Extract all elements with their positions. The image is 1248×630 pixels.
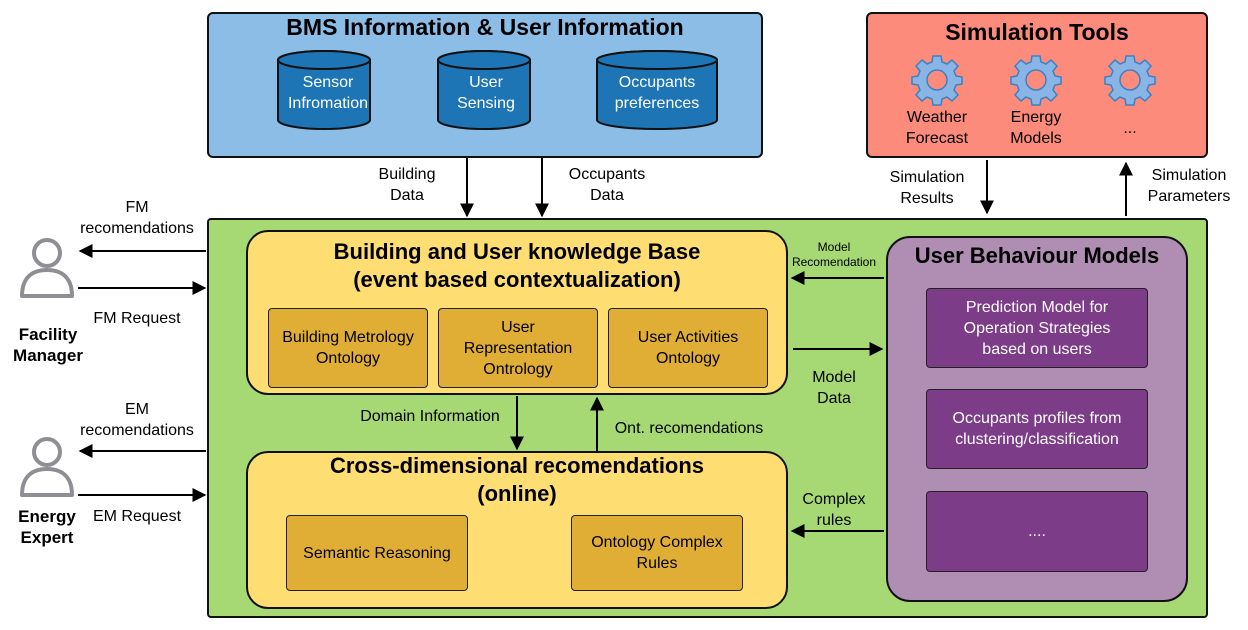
label-occupants-data: Occupants Data [568, 166, 646, 204]
model-more: .... [926, 491, 1148, 572]
db-label-sensor: Sensor Infromation [287, 74, 369, 112]
ontology-user-activities: User Activities Ontology [608, 308, 768, 388]
energy-expert-icon [20, 437, 74, 497]
bms-title: BMS Information & User Information [286, 14, 684, 40]
label-simulation-results: Simulation Results [889, 169, 965, 207]
label-model-data: Model Data [812, 369, 856, 407]
gear-icon-energy [1010, 55, 1062, 106]
label-model-recommendation: Model Recomendation [791, 240, 877, 269]
model-occupant-profiles: Occupants profiles from clustering/class… [926, 389, 1148, 469]
actor-energy-expert: Energy Expert [18, 507, 76, 547]
facility-manager-icon [20, 238, 74, 298]
label-complex-rules: Complex rules [802, 491, 866, 529]
ontology-user-representation: User Representation Ontrology [438, 308, 598, 388]
database-icon-user [437, 50, 531, 130]
gear-icon-more [1104, 55, 1156, 106]
database-icon-sensor [277, 50, 371, 130]
tool-label-more: ... [1123, 120, 1137, 137]
actor-facility-manager: Facility Manager [13, 325, 83, 365]
label-em-recommendations: EM recomendations [80, 401, 194, 439]
label-fm-request: FM Request [93, 310, 181, 327]
label-simulation-parameters: Simulation Parameters [1147, 167, 1231, 205]
label-em-request: EM Request [92, 508, 182, 525]
tool-label-weather: Weather Forecast [905, 109, 969, 147]
label-ont-recommendations: Ont. recomendations [614, 420, 764, 437]
bms-databases [277, 50, 718, 130]
db-label-preferences: Occupants preferences [614, 74, 700, 112]
gear-icon-weather [911, 55, 963, 106]
ontology-complex-rules-box: Ontology Complex Rules [571, 515, 743, 591]
semantic-reasoning-box: Semantic Reasoning [286, 515, 468, 591]
knowledge-base-title: Building and User knowledge Base (event … [333, 239, 701, 292]
db-label-user: User Sensing [457, 74, 515, 112]
simulation-title: Simulation Tools [945, 19, 1129, 45]
tool-label-energy: Energy Models [1010, 109, 1062, 147]
database-icon-preferences [596, 50, 718, 130]
ontology-building-metrology: Building Metrology Ontology [268, 308, 428, 388]
model-prediction-strategies: Prediction Model for Operation Strategie… [926, 288, 1148, 368]
user-behaviour-title: User Behaviour Models [914, 243, 1160, 268]
label-fm-recommendations: FM recomendations [80, 199, 194, 237]
label-building-data: Building Data [378, 166, 436, 204]
label-domain-information: Domain Information [360, 408, 500, 425]
cross-dimensional-title: Cross-dimensional recomendations (online… [329, 453, 705, 506]
simulation-gears [911, 55, 1156, 106]
